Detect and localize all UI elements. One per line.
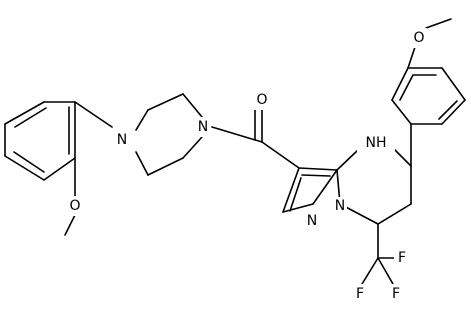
atom-f-right: F xyxy=(398,250,406,266)
trifluoromethyl-group xyxy=(361,223,399,285)
right-methoxyphenyl-ring xyxy=(391,18,466,167)
pyrazole-ring xyxy=(282,167,338,213)
atom-o-methoxy-right: O xyxy=(413,30,424,46)
atom-f-bottom-right: F xyxy=(392,286,400,302)
bond-methoxy-methyl-left xyxy=(64,214,76,236)
atom-n-piperazine-right: N xyxy=(198,119,208,135)
bond-piperazine-carbonyl xyxy=(211,126,263,143)
atom-n-pyrazole: N xyxy=(307,213,317,229)
tetrahydropyrimidine-ring xyxy=(336,149,412,225)
atom-o-carbonyl: O xyxy=(256,92,267,108)
left-methoxyphenyl-ring xyxy=(4,101,76,181)
bond-carbonyl-pyrazole xyxy=(261,141,300,169)
piperazine-ring xyxy=(135,93,203,176)
atom-labels: O N N O NH N N O F F F xyxy=(67,28,427,304)
atom-n-pyrazole-bridge: N xyxy=(335,198,345,214)
bond-aryl-piperazine xyxy=(74,101,113,128)
atom-o-methoxy-left: O xyxy=(69,198,80,214)
atom-nh-ring: NH xyxy=(366,135,387,151)
atom-f-left: F xyxy=(356,286,364,302)
atom-n-piperazine-left: N xyxy=(117,132,127,148)
